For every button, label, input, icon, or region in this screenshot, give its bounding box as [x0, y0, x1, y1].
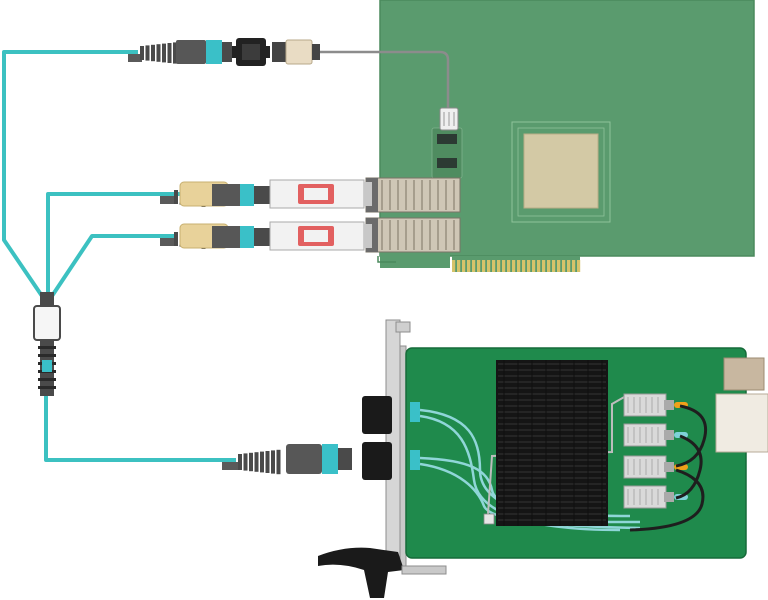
fiber-trunk — [44, 396, 236, 462]
nic-board-edge — [377, 256, 396, 263]
ejector-handle-icon — [318, 547, 404, 598]
heatsink-icon — [496, 360, 608, 526]
fiber-leg-1 — [2, 50, 138, 298]
front-port-2 — [362, 442, 392, 480]
gold-fingers — [452, 260, 581, 272]
mpo-connector-icon — [128, 40, 232, 64]
mpo-breakout-cable-icon — [2, 50, 236, 462]
qsfp-cage-top — [365, 177, 461, 213]
asic-outline — [511, 121, 611, 223]
qsfp-transceiver-icon-1 — [160, 179, 372, 209]
hub-boot-ribs — [38, 346, 56, 389]
hub-top-boot — [40, 292, 54, 306]
rear-connector-1 — [723, 357, 765, 391]
port-1-inner — [410, 402, 420, 422]
qsfp-cage-bottom — [365, 217, 461, 253]
qsfp-transceiver-icon-2 — [160, 221, 372, 251]
nic-chip-2 — [437, 158, 457, 168]
fiber-leg-2 — [46, 192, 180, 296]
mpo-adapter-icon — [232, 38, 270, 66]
fiber-leg-3 — [50, 234, 176, 298]
copper-patch-cable — [318, 50, 450, 110]
nic-chip-1 — [437, 134, 457, 144]
heatsink-fins — [498, 360, 606, 526]
asic-chip-icon — [523, 133, 599, 209]
rear-connector-2 — [715, 393, 768, 453]
bracket-top-tab — [395, 321, 411, 333]
front-port-1 — [362, 396, 392, 434]
card-transceivers — [623, 393, 688, 509]
nic-edge-tab — [452, 256, 580, 272]
asic-outline-inner — [517, 127, 605, 217]
internal-dark-cables — [629, 404, 707, 532]
mpo-connector-beige-icon — [272, 39, 320, 65]
mpo-connector-bottom-icon — [222, 444, 352, 475]
small-connector — [483, 513, 495, 525]
pcie-nic-card-icon — [365, 0, 755, 272]
internal-gray-cable — [487, 395, 627, 515]
bracket-bottom-tab — [401, 565, 447, 575]
board-header-connector — [439, 107, 459, 131]
hub-body — [33, 305, 61, 341]
port-2-inner — [410, 450, 420, 470]
compactpci-card-icon — [318, 319, 768, 598]
fan-out-hub-icon — [33, 292, 61, 396]
